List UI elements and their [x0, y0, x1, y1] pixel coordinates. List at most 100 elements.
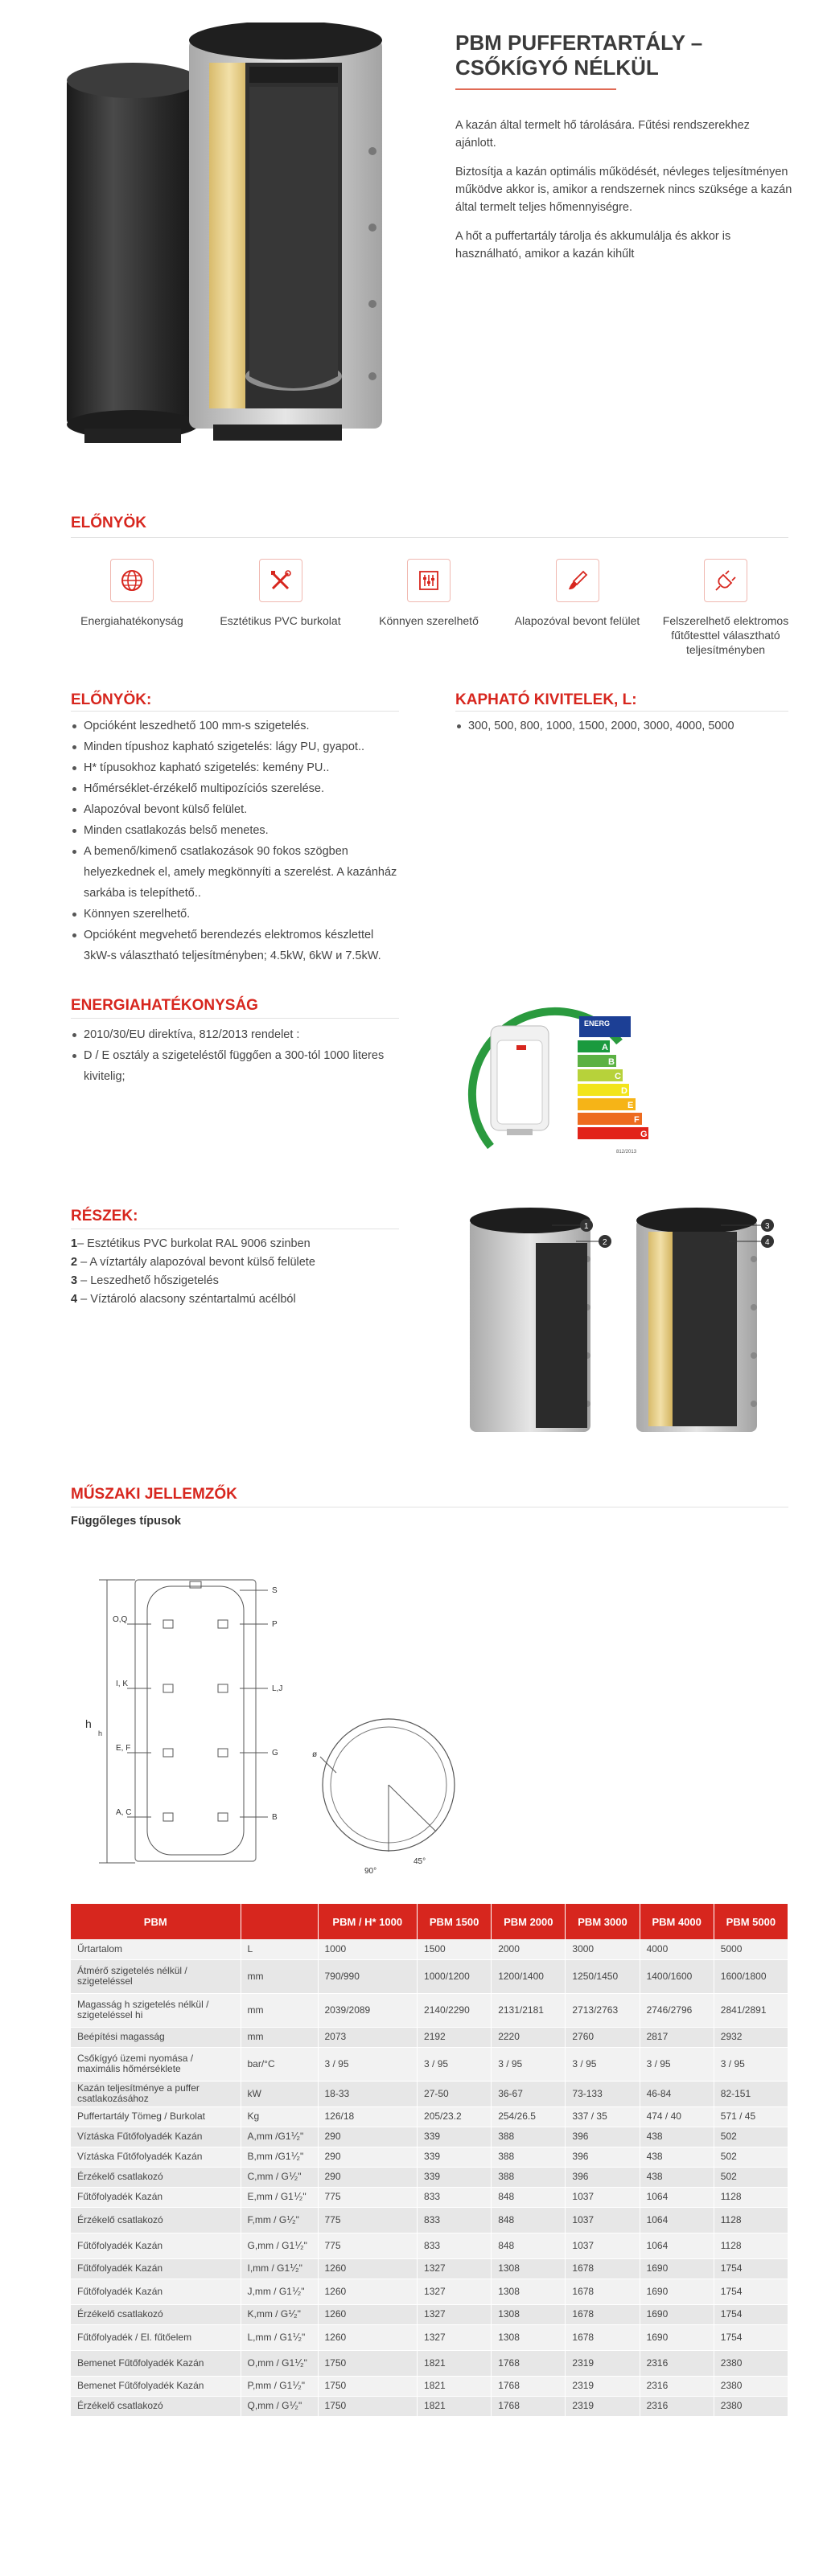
energy-class-f-letter: F — [634, 1115, 640, 1125]
value-cell: 1768 — [491, 2396, 566, 2417]
parameter-cell: Fűtőfolyadék Kazán — [71, 2233, 241, 2259]
sliders-icon — [407, 559, 451, 602]
intro-paragraph: A hőt a puffertartály tárolja és akkumul… — [455, 230, 731, 260]
value-cell: 1200/1400 — [491, 1959, 566, 1994]
feature-label: Felszerelhető elektromos fűtőtesttel vál… — [662, 614, 789, 656]
value-cell: 1400/1600 — [640, 1959, 714, 1994]
value-cell: 2316 — [640, 2376, 714, 2397]
value-cell: 2380 — [714, 2350, 789, 2377]
value-cell: 2380 — [714, 2376, 789, 2397]
intro-paragraph: A kazán által termelt hő tárolására. Fűt… — [455, 119, 750, 150]
part-text: Esztétikus PVC burkolat RAL 9006 szinben — [87, 1237, 311, 1250]
value-cell: 3000 — [565, 1939, 640, 1960]
energy-class-g-letter: G — [640, 1130, 648, 1139]
part-number: 1 — [71, 1237, 78, 1250]
energy-class-b — [578, 1055, 616, 1067]
divider — [71, 537, 788, 538]
value-cell: 3 / 95 — [417, 2047, 492, 2082]
parameter-cell: Érzékelő csatlakozó — [71, 2167, 241, 2188]
spec-table: PBM PBM / H* 1000 PBM 1500 PBM 2000 PBM … — [71, 1904, 789, 2417]
value-cell: 1690 — [640, 2324, 714, 2351]
unit-cell: A,mm /G1⅟₂" — [241, 2127, 319, 2147]
list-item: Alapozóval bevont külső felület. — [71, 799, 401, 820]
column-header: PBM 2000 — [491, 1904, 566, 1939]
value-cell: 396 — [565, 2147, 640, 2168]
part-separator: – — [77, 1274, 91, 1287]
unit-cell: Q,mm / G⅟₂" — [241, 2396, 319, 2417]
value-cell: 2932 — [714, 2027, 789, 2048]
value-cell: 2760 — [565, 2027, 640, 2048]
value-cell: 1500 — [417, 1939, 492, 1960]
value-cell: 388 — [491, 2167, 566, 2188]
value-cell: 1128 — [714, 2233, 789, 2259]
value-cell: 3 / 95 — [714, 2047, 789, 2082]
part-text: A víztartály alapozóval bevont külső fel… — [89, 1256, 315, 1269]
value-cell: 848 — [491, 2233, 566, 2259]
value-cell: 1768 — [491, 2350, 566, 2377]
drawing-label-right: S — [272, 1586, 278, 1595]
value-cell: 290 — [318, 2147, 418, 2168]
unit-cell: C,mm / G⅟₂" — [241, 2167, 319, 2188]
value-cell: 1690 — [640, 2279, 714, 2305]
value-cell: 1037 — [565, 2187, 640, 2208]
value-cell: 396 — [565, 2167, 640, 2188]
unit-cell: L — [241, 1939, 319, 1960]
parameter-cell: Érzékelő csatlakozó — [71, 2304, 241, 2325]
value-cell: 1754 — [714, 2304, 789, 2325]
energy-class-c — [578, 1069, 623, 1081]
parameter-cell: Csőkígyó üzemi nyomása / maximális hőmér… — [71, 2047, 241, 2082]
drawing-label-45: 45° — [414, 1857, 426, 1866]
value-cell: 388 — [491, 2147, 566, 2168]
unit-cell: J,mm / G1⅟₂" — [241, 2279, 319, 2305]
part-item: 2 – A víztartály alapozóval bevont külső… — [71, 1253, 401, 1272]
energy-class-g — [578, 1127, 648, 1139]
part-separator: – — [77, 1256, 90, 1269]
column-header: PBM 3000 — [565, 1904, 640, 1939]
feature-label: Esztétikus PVC burkolat — [220, 614, 341, 627]
table-row: Átmérő szigetelés nélkül / szigeteléssel… — [71, 1959, 789, 1994]
value-cell: 254/26.5 — [491, 2106, 566, 2127]
parameter-cell: Bemenet Fűtőfolyadék Kazán — [71, 2376, 241, 2397]
drawing-label-h: h — [85, 1717, 92, 1730]
buffer-tank-image — [67, 23, 382, 443]
part-number: 4 — [71, 1293, 78, 1306]
value-cell: 337 / 35 — [565, 2106, 640, 2127]
value-cell: 474 / 40 — [640, 2106, 714, 2127]
plug-icon — [704, 559, 747, 602]
value-cell: 73-133 — [565, 2081, 640, 2107]
parameter-cell: Fűtőfolyadék Kazán — [71, 2279, 241, 2305]
energy-class-b-letter: B — [608, 1057, 615, 1067]
value-cell: 2316 — [640, 2350, 714, 2377]
value-cell: 4000 — [640, 1939, 714, 1960]
value-cell: 502 — [714, 2127, 789, 2147]
value-cell: 1260 — [318, 2324, 418, 2351]
value-cell: 2192 — [417, 2027, 492, 2048]
value-cell: 1821 — [417, 2350, 492, 2377]
list-item: Minden típushoz kapható szigetelés: lágy… — [71, 736, 401, 757]
value-cell: 339 — [417, 2127, 492, 2147]
list-item: Opcióként leszedhető 100 mm-s szigetelés… — [71, 716, 401, 736]
versions-heading: KAPHATÓ KIVITELEK, L: — [455, 691, 637, 708]
value-cell: 396 — [565, 2127, 640, 2147]
drawing-label-left: O,Q — [113, 1615, 128, 1624]
energy-label-image: ENERG A B C D E F G 812/2013 — [467, 1007, 648, 1155]
part-text: Leszedhető hőszigetelés — [90, 1274, 219, 1287]
part-text: Víztároló alacsony széntartalmú acélból — [90, 1293, 296, 1306]
value-cell: 2000 — [491, 1939, 566, 1960]
value-cell: 2131/2181 — [491, 1993, 566, 2028]
list-item: A bemenő/kimenő csatlakozások 90 fokos s… — [71, 841, 401, 904]
value-cell: 2713/2763 — [565, 1993, 640, 2028]
parameter-cell: Fűtőfolyadék / El. fűtőelem — [71, 2324, 241, 2351]
value-cell: 1037 — [565, 2233, 640, 2259]
advantages-heading: ELŐNYÖK: — [71, 691, 152, 708]
value-cell: 1690 — [640, 2258, 714, 2279]
parameter-cell: Beépítési magasság — [71, 2027, 241, 2048]
drawing-label-90: 90° — [364, 1867, 376, 1876]
parameter-cell: Érzékelő csatlakozó — [71, 2207, 241, 2233]
value-cell: 1000/1200 — [417, 1959, 492, 1994]
